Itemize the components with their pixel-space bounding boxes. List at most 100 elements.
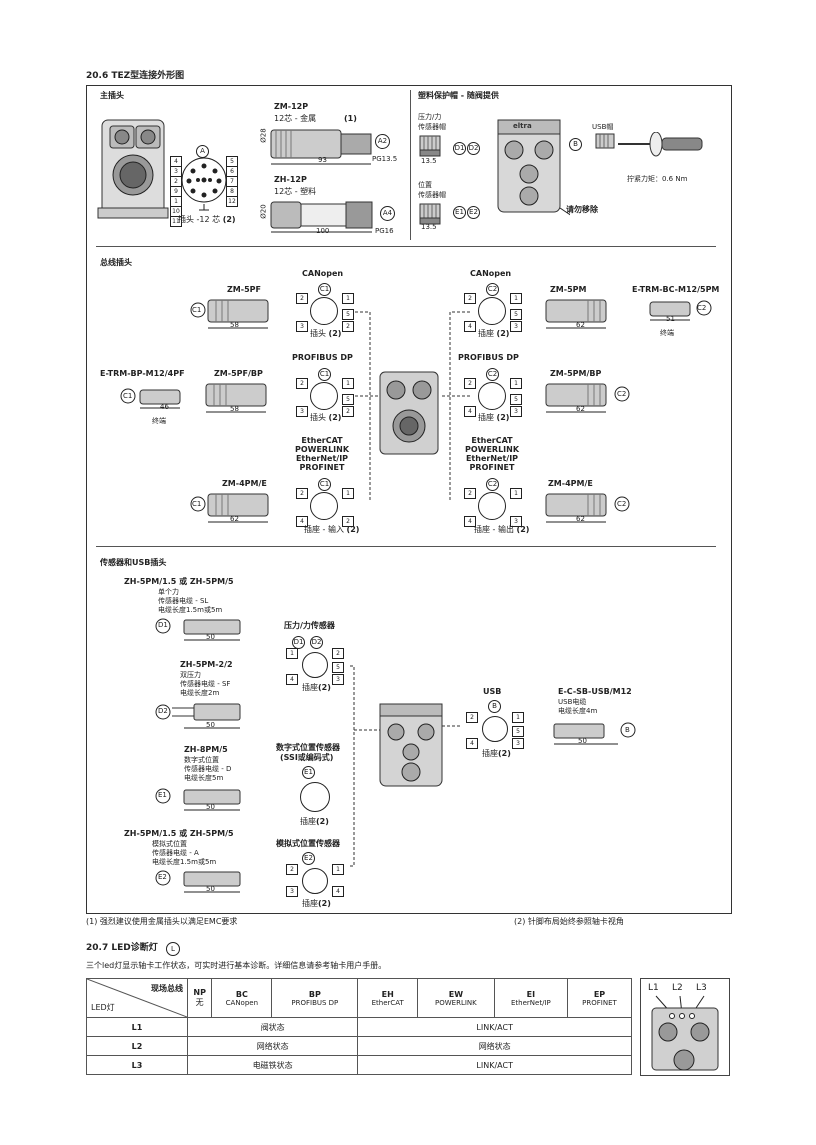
bus-l1-dim: 58 bbox=[230, 321, 239, 329]
brand-logo: eltra bbox=[513, 122, 532, 130]
table-row: L1 阀状态 LINK/ACT bbox=[86, 1017, 632, 1037]
col-sub: PROFIBUS DP bbox=[291, 998, 339, 1007]
status-cell: LINK/ACT bbox=[357, 1017, 632, 1037]
col-code: EW bbox=[448, 989, 464, 999]
pinout-circle bbox=[310, 492, 338, 520]
pin-box: 5 bbox=[342, 309, 354, 320]
zm12p-drawing bbox=[270, 129, 372, 165]
status-cell: 阀状态 bbox=[186, 1017, 359, 1037]
pin-box: 1 bbox=[510, 293, 522, 304]
zh12p-dim-d: Ø20 bbox=[259, 204, 268, 219]
marker-a4: A4 bbox=[380, 206, 395, 221]
table-row: L2 网络状态 网络状态 bbox=[86, 1036, 632, 1056]
term-left-name: E-TRM-BP-M12/4PF bbox=[100, 369, 185, 378]
do-not-remove: 请勿移除 bbox=[566, 205, 598, 214]
pin-box: 4 bbox=[464, 516, 476, 527]
status-cell: 网络状态 bbox=[186, 1036, 359, 1056]
pin-box: 3 bbox=[286, 886, 298, 897]
bus-r3-cable bbox=[545, 493, 630, 523]
caption-text: 插座 bbox=[302, 899, 318, 908]
pin-box: 3 bbox=[296, 406, 308, 417]
footnote-2: (2) 针脚布局始终参照轴卡视角 bbox=[514, 917, 624, 926]
bus-r2-caption: 插座 (2) bbox=[478, 414, 509, 422]
sensor-cable4-marker: E2 bbox=[158, 873, 167, 881]
status-cell: 网络状态 bbox=[357, 1036, 632, 1056]
pinout-circle bbox=[310, 297, 338, 325]
led-label-l2: L2 bbox=[672, 983, 683, 993]
sensor-cable3-dim: 50 bbox=[206, 803, 215, 811]
pin-box: 3 bbox=[510, 406, 522, 417]
led-card-drawing bbox=[651, 995, 719, 1071]
sensor-cable2-name: ZH-5PM-2/2 bbox=[180, 660, 233, 669]
bus-l1-pinout: C1 1 5 2 2 3 bbox=[296, 283, 356, 343]
caption-text: 插座 bbox=[478, 413, 494, 422]
pinout-marker: C2 bbox=[486, 283, 499, 296]
bus-r3-pinout: C2 2 4 1 3 bbox=[464, 478, 524, 538]
sensor-cable1-drawing bbox=[155, 618, 241, 641]
status-cell: 电磁铁状态 bbox=[186, 1055, 359, 1075]
cap-heading: 塑料保护帽 - 随阀提供 bbox=[418, 91, 499, 100]
analog-caption: 插座(2) bbox=[302, 900, 331, 908]
caption-text: 插座 - 输出 bbox=[474, 525, 514, 534]
pressure-caption: 插座(2) bbox=[302, 684, 331, 692]
pressure-sensor-title: 压力/力传感器 bbox=[284, 621, 335, 630]
divider-h1 bbox=[96, 246, 716, 247]
sensor-cable4-dim: 50 bbox=[206, 885, 215, 893]
section-title-207: 20.7 LED诊断灯 bbox=[86, 943, 158, 953]
usb-cable-marker: B bbox=[625, 726, 630, 734]
pinout-marker-d2: D2 bbox=[310, 636, 323, 649]
col-sub: EtherNet/IP bbox=[511, 998, 551, 1007]
corner-top-label: 现场总线 bbox=[151, 984, 183, 993]
bus-l3-marker: C1 bbox=[192, 500, 202, 508]
term-left-dim: 46 bbox=[160, 403, 169, 411]
sensor-cable1-l3: 电缆长度1.5m或5m bbox=[158, 606, 223, 614]
zm12p-name: ZM-12P bbox=[274, 102, 309, 111]
pin-box: 4 bbox=[286, 674, 298, 685]
digital-sensor-title1: 数字式位置传感器 bbox=[276, 743, 340, 752]
zm12p-dim-d: Ø28 bbox=[259, 128, 268, 143]
pressure-cap-dim: 13.5 bbox=[421, 157, 437, 165]
zm12p-dim-len: 93 bbox=[318, 156, 327, 164]
pressure-cap-label1: 压力/力 bbox=[418, 113, 442, 121]
pin-box: 2 bbox=[342, 516, 354, 527]
bus-r1-cable bbox=[545, 299, 607, 329]
bus-card-drawing bbox=[379, 371, 439, 455]
bus-r2-conn: ZM-5PM/BP bbox=[550, 369, 602, 378]
pinout-marker: E2 bbox=[302, 852, 315, 865]
digital-sensor-title2: (SSI或编码式) bbox=[280, 753, 334, 762]
sensor-cable2-dim: 50 bbox=[206, 721, 215, 729]
col-sub: POWERLINK bbox=[435, 998, 477, 1007]
section-title-206: 20.6 TEZ型连接外形图 bbox=[86, 71, 185, 81]
usb-cable-name: E-C-SB-USB/M12 bbox=[558, 687, 632, 696]
led-cell: L1 bbox=[86, 1017, 188, 1037]
pinout-marker-d1: D1 bbox=[292, 636, 305, 649]
usb-cap-label: USB帽 bbox=[592, 123, 614, 131]
term-left-drawing bbox=[120, 388, 181, 409]
usb-cable-l2: 电缆长度4m bbox=[558, 707, 598, 715]
pin-box: 4 bbox=[464, 321, 476, 332]
usb-pinout: B 2 4 1 5 3 bbox=[466, 700, 526, 754]
table-row: L3 电磁铁状态 LINK/ACT bbox=[86, 1055, 632, 1075]
pinout-marker: C2 bbox=[486, 368, 499, 381]
col-code: BP bbox=[308, 989, 321, 999]
caption-note: (2) bbox=[346, 525, 360, 534]
marker-d2: D2 bbox=[467, 142, 480, 155]
sensor-cable3-name: ZH-8PM/5 bbox=[184, 745, 228, 754]
col-code: EI bbox=[526, 989, 536, 999]
zm12p-note: (1) bbox=[344, 114, 357, 123]
term-left-marker: C1 bbox=[123, 392, 133, 400]
pin-box: 2 bbox=[296, 488, 308, 499]
pressure-pinout: D1 D2 1 4 2 5 3 bbox=[286, 636, 346, 690]
pin-box: 3 bbox=[510, 516, 522, 527]
sensor-cable4-l3: 电缆长度1.5m或5m bbox=[152, 858, 217, 866]
pinout-circle bbox=[302, 652, 328, 678]
pinout-circle bbox=[482, 716, 508, 742]
footnote-1: (1) 强烈建议使用金属插头以满足EMC要求 bbox=[86, 917, 238, 926]
bus-l3-caption: 插座 - 输入 (2) bbox=[304, 526, 359, 534]
col-sub: 无 bbox=[195, 998, 204, 1007]
bus-r2-dim: 62 bbox=[576, 405, 585, 413]
